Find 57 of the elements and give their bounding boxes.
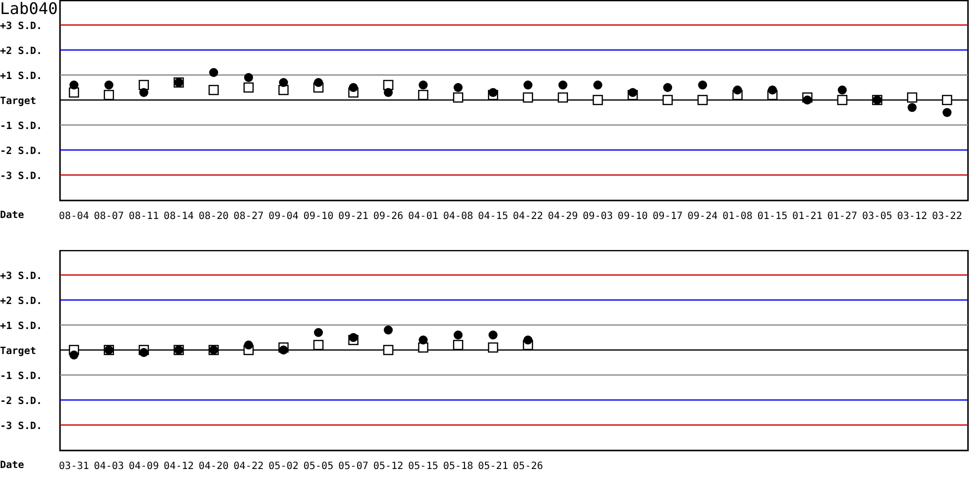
axis-tick-label: +3 S.D.: [0, 271, 42, 282]
axis-tick-label: +2 S.D.: [0, 46, 42, 57]
axis-tick-label: 04-20: [198, 461, 229, 472]
axis-tick-label: +1 S.D.: [0, 71, 42, 82]
axis-tick-label: 08-07: [94, 211, 124, 222]
axis-tick-label: 09-04: [268, 211, 299, 222]
axis-tick-label: +3 S.D.: [0, 21, 42, 32]
axis-tick-label: 05-07: [338, 461, 368, 472]
axis-tick-label: 03-22: [932, 211, 962, 222]
axis-tick-label: 09-10: [618, 211, 648, 222]
axis-tick-label: -1 S.D.: [0, 121, 42, 132]
axis-tick-label: 05-21: [478, 461, 508, 472]
axis-tick-label: 04-12: [164, 461, 194, 472]
axis-tick-label: 08-14: [164, 211, 194, 222]
axis-tick-label: 05-26: [512, 461, 544, 472]
axis-tick-label: 08-20: [198, 211, 229, 222]
axis-tick-label: 04-22: [512, 211, 544, 222]
axis-title: Date: [0, 210, 24, 221]
axis-tick-label: Target: [0, 346, 36, 357]
axis-tick-label: 09-26: [373, 211, 404, 222]
axis-tick-label: 08-27: [234, 211, 264, 222]
axis-tick-label: 09-24: [688, 211, 718, 222]
axis-tick-label: 03-31: [58, 461, 90, 472]
axis-tick-label: 04-09: [128, 461, 159, 472]
axis-tick-label: 09-21: [338, 211, 368, 222]
axis-tick-label: 05-18: [443, 461, 474, 472]
axis-tick-label: 04-29: [548, 211, 578, 222]
chart-title: Lab040: [0, 0, 58, 18]
axis-tick-label: 05-15: [408, 461, 438, 472]
axis-tick-label: 04-03: [94, 461, 124, 472]
axis-tick-label: 09-17: [652, 211, 683, 222]
axis-tick-label: -2 S.D.: [0, 396, 42, 407]
axis-tick-label: +2 S.D.: [0, 296, 42, 307]
axis-tick-label: 01-08: [722, 211, 753, 222]
axis-tick-label: 09-03: [582, 211, 613, 222]
axis-tick-label: 04-01: [408, 211, 438, 222]
axis-tick-label: 01-21: [792, 211, 822, 222]
axis-tick-label: +1 S.D.: [0, 321, 42, 332]
axis-tick-label: -3 S.D.: [0, 171, 42, 182]
axis-tick-label: 01-15: [757, 211, 788, 222]
axis-tick-label: -1 S.D.: [0, 371, 42, 382]
axis-tick-label: 05-12: [373, 461, 404, 472]
axis-tick-label: 04-22: [234, 461, 264, 472]
axis-tick-label: 09-10: [303, 211, 334, 222]
axis-tick-label: -2 S.D.: [0, 146, 42, 157]
axis-tick-label: 04-08: [443, 211, 474, 222]
axis-tick-label: 08-04: [58, 211, 90, 222]
axis-tick-label: 03-05: [862, 211, 892, 222]
axis-tick-label: 08-11: [128, 211, 159, 222]
axis-tick-label: -3 S.D.: [0, 421, 42, 432]
axis-tick-label: 03-12: [897, 211, 928, 222]
axis-tick-label: 01-27: [827, 211, 858, 222]
axis-tick-label: 05-02: [268, 461, 299, 472]
axis-title: Date: [0, 460, 24, 471]
axis-tick-label: 04-15: [478, 211, 508, 222]
axis-tick-label: Target: [0, 96, 36, 107]
axis-tick-label: 05-05: [303, 461, 334, 472]
